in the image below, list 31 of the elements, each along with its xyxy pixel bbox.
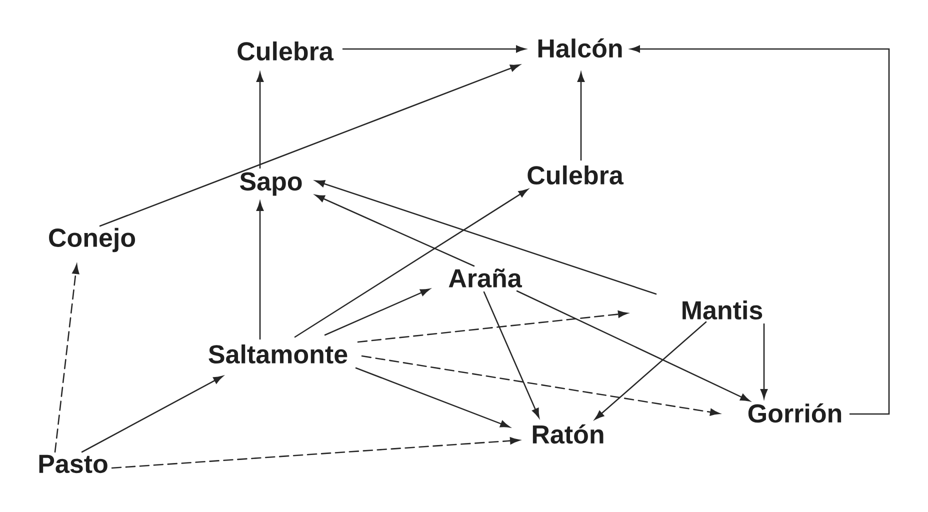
arrow	[361, 355, 720, 416]
arrow	[342, 45, 526, 53]
species-label: Ratón	[532, 424, 604, 444]
arrow	[483, 291, 540, 418]
arrow	[760, 323, 768, 399]
arrow	[111, 437, 520, 469]
species-label: Culebra	[238, 41, 334, 61]
arrow	[357, 310, 628, 343]
species-label: Culebra	[528, 165, 624, 185]
arrow	[294, 188, 528, 338]
species-label: Gorrión	[748, 403, 842, 423]
arrow	[315, 194, 475, 267]
species-label: Mantis	[682, 300, 762, 320]
species-label: Sapo	[240, 172, 302, 196]
species-label: Conejo	[49, 228, 136, 252]
arrow	[256, 201, 264, 340]
arrow	[577, 72, 585, 161]
arrow	[315, 180, 657, 295]
arrow	[355, 367, 510, 428]
arrow	[324, 288, 430, 336]
arrow	[256, 72, 264, 169]
arrow	[54, 264, 80, 453]
arrow	[99, 64, 520, 227]
species-label: Saltamonte	[208, 344, 348, 364]
arrow	[630, 45, 890, 415]
species-label: Halcón	[538, 38, 622, 58]
arrow	[516, 290, 750, 402]
species-label: Araña	[448, 268, 522, 288]
species-label: Pasto	[39, 454, 108, 474]
arrow	[81, 376, 224, 453]
arrow	[594, 321, 707, 420]
